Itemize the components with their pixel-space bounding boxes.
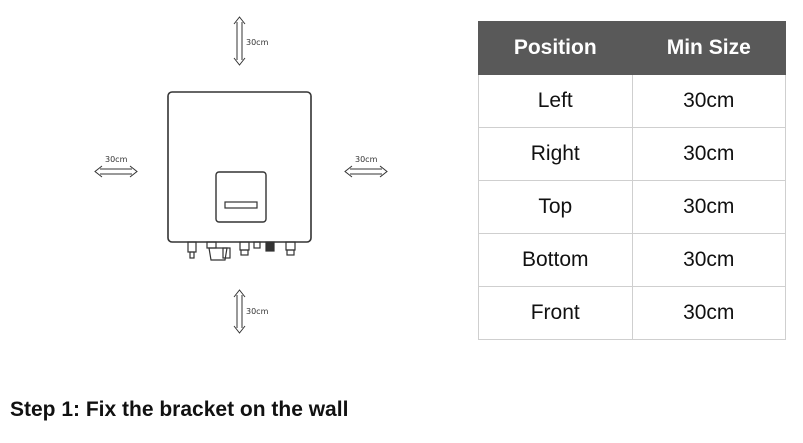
min-size-cell: 30cm	[631, 180, 786, 234]
step-heading: Step 1: Fix the bracket on the wall	[10, 398, 349, 421]
min-size-cell: 30cm	[631, 127, 786, 181]
top-clearance-arrow	[233, 16, 246, 66]
top-clearance-label: 30cm	[246, 38, 269, 47]
column-header-min-size: Min Size	[631, 21, 786, 75]
connector-ports-icon	[187, 241, 296, 261]
table-header-row: Position Min Size	[478, 21, 786, 75]
table-row: Right 30cm	[478, 127, 786, 181]
table-row: Left 30cm	[478, 74, 786, 128]
min-size-cell: 30cm	[631, 74, 786, 128]
right-clearance-arrow	[344, 165, 388, 178]
column-header-position: Position	[478, 21, 633, 75]
table-row: Bottom 30cm	[478, 233, 786, 287]
position-cell: Left	[478, 74, 633, 128]
min-size-cell: 30cm	[631, 286, 786, 340]
left-clearance-arrow	[94, 165, 138, 178]
right-clearance-label: 30cm	[355, 155, 378, 164]
min-size-cell: 30cm	[631, 233, 786, 287]
clearance-table: Position Min Size Left 30cm Right 30cm T…	[478, 21, 786, 340]
position-cell: Bottom	[478, 233, 633, 287]
position-cell: Top	[478, 180, 633, 234]
inverter-clearance-diagram: 30cm 30cm 30cm 30cm	[94, 16, 388, 334]
position-cell: Right	[478, 127, 633, 181]
position-cell: Front	[478, 286, 633, 340]
table-row: Top 30cm	[478, 180, 786, 234]
left-clearance-label: 30cm	[105, 155, 128, 164]
bottom-clearance-arrow	[233, 289, 246, 334]
table-row: Front 30cm	[478, 286, 786, 340]
inverter-icon	[167, 91, 312, 243]
bottom-clearance-label: 30cm	[246, 307, 269, 316]
